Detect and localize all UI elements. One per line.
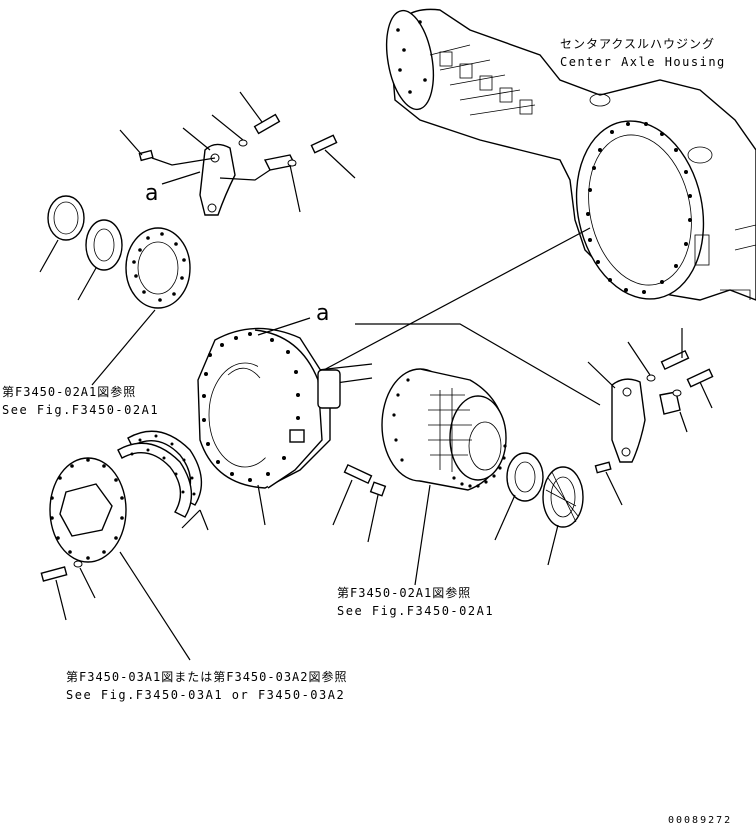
leader-wheel-hub bbox=[414, 484, 431, 586]
wheel-hub bbox=[381, 368, 507, 491]
pin bbox=[138, 149, 154, 162]
leader-lines-right bbox=[587, 328, 713, 506]
lock-plate-right bbox=[659, 391, 681, 415]
label-center-axle-housing-jp: センタアクスルハウジング bbox=[560, 37, 715, 51]
ref-center-jp: 第F3450-02A1図参照 bbox=[337, 585, 471, 600]
callout-a-lower: a bbox=[316, 301, 329, 326]
pin-right bbox=[594, 461, 612, 474]
leader-washer-lower bbox=[79, 567, 96, 599]
brake-housing bbox=[197, 327, 341, 489]
washer-right-lower bbox=[672, 389, 682, 397]
callout-a-upper: a bbox=[145, 181, 158, 206]
ref-center-en: See Fig.F3450-02A1 bbox=[337, 604, 494, 618]
document-number: 00089272 bbox=[668, 815, 732, 826]
leader-bearing-cone bbox=[547, 524, 559, 566]
ref-left-en: See Fig.F3450-02A1 bbox=[2, 403, 159, 417]
stud-bolt bbox=[343, 463, 373, 485]
shim-set bbox=[117, 430, 203, 518]
label-center-axle-housing-en: Center Axle Housing bbox=[560, 55, 726, 69]
hub-left bbox=[125, 227, 191, 309]
leader-lines-left bbox=[39, 239, 156, 386]
bolt-upper bbox=[253, 113, 281, 135]
bolt-lower-left bbox=[40, 566, 68, 582]
bearing-cone-left bbox=[85, 219, 123, 271]
carrier-plate bbox=[49, 457, 127, 563]
washer-right bbox=[287, 159, 297, 167]
center-axle-housing bbox=[385, 8, 756, 301]
ref-left-jp: 第F3450-02A1図参照 bbox=[2, 384, 136, 399]
ref-bottom-jp: 第F3450-03A1図または第F3450-03A2図参照 bbox=[66, 669, 348, 684]
leader-hub-bracket bbox=[355, 323, 601, 406]
bearing-cup-right bbox=[506, 452, 544, 502]
leader-shims bbox=[181, 509, 209, 531]
ref-bottom-en: See Fig.F3450-03A1 or F3450-03A2 bbox=[66, 688, 345, 702]
bolt-right-upper bbox=[660, 349, 690, 371]
axle-centerline bbox=[304, 227, 591, 381]
leader-carrier bbox=[119, 551, 191, 661]
leader-stud bbox=[332, 479, 353, 526]
washer-upper bbox=[238, 139, 248, 147]
washer-right-upper bbox=[646, 374, 656, 382]
upper-bracket-assembly bbox=[138, 113, 338, 216]
right-bracket-assembly bbox=[594, 349, 714, 474]
leader-bearing-cup bbox=[494, 494, 516, 541]
washer-lower-left bbox=[73, 560, 83, 568]
leader-nut bbox=[367, 494, 379, 543]
bearing-cone-right bbox=[542, 466, 584, 528]
bolt-right bbox=[310, 134, 338, 154]
leader-housing bbox=[257, 484, 266, 526]
leader-lines-upper bbox=[119, 91, 356, 213]
leader-callout-a bbox=[257, 317, 311, 336]
leader-bolt-lower bbox=[55, 579, 67, 621]
nut bbox=[369, 481, 387, 497]
oil-seal bbox=[47, 195, 85, 241]
bolt-right-lower bbox=[686, 368, 714, 388]
